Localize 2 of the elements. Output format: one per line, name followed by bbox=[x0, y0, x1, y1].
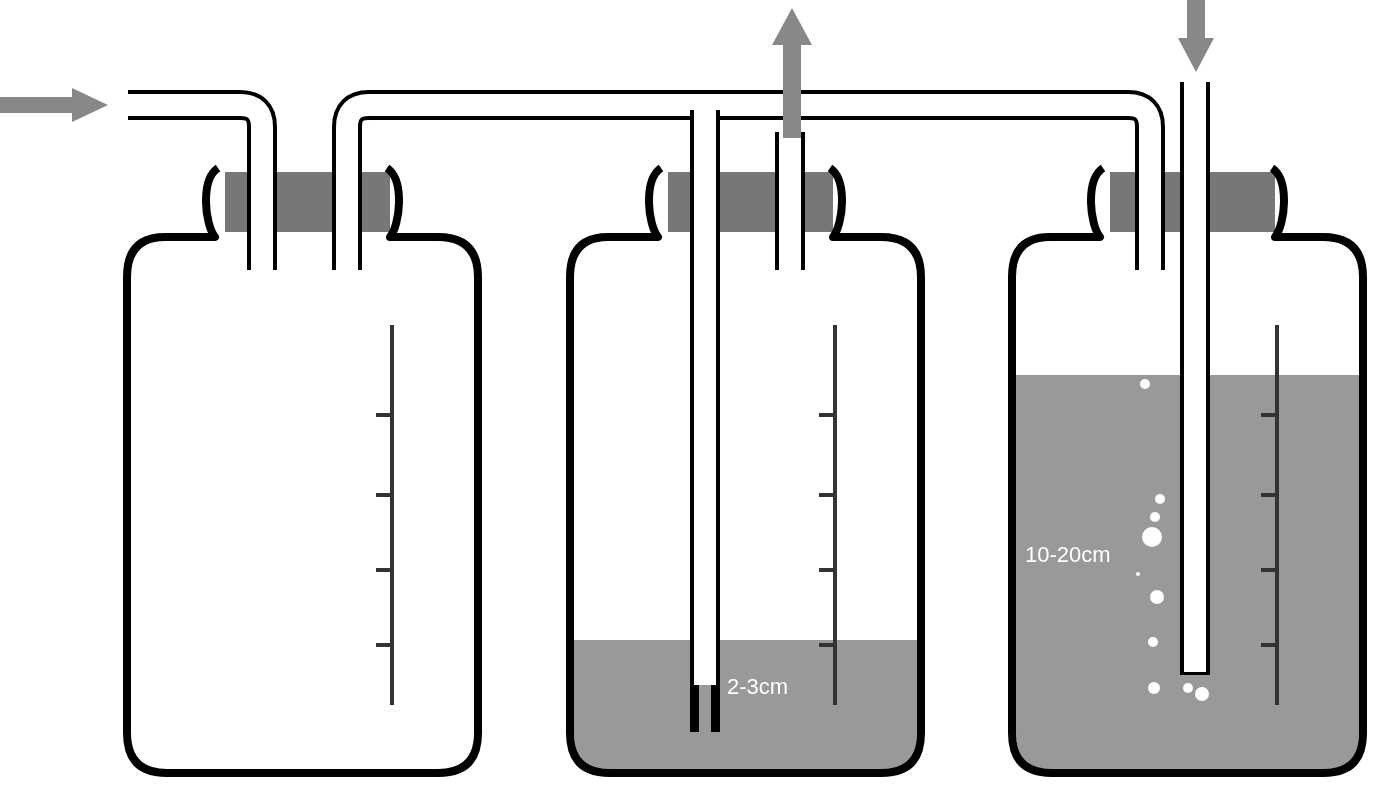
dimension-label: 10-20cm bbox=[1025, 544, 1111, 566]
dimension-label: 2-3cm bbox=[727, 676, 789, 698]
